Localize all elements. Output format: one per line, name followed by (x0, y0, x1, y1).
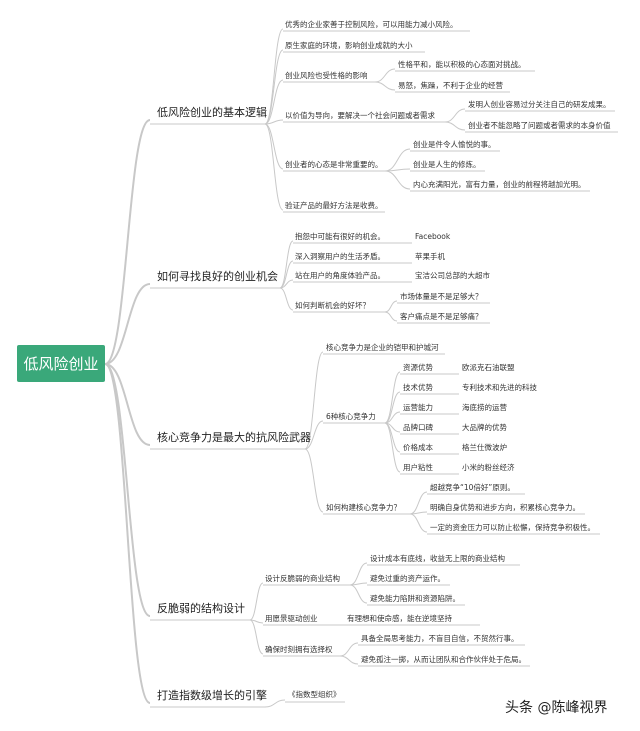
branch-find-opportunity: 如何寻找良好的创业机会 (157, 270, 278, 283)
basic-logic-item-5-sub-3: 内心充满阳光，富有力量，创业的前程将越加光明。 (413, 180, 586, 189)
core-advantage-1-example: 欧派克石油联盟 (462, 363, 515, 372)
branch-exponential-growth: 打造指数级增长的引擎 (157, 689, 267, 702)
opportunity-item-3-example: 宝洁公司总部的大超市 (415, 271, 490, 280)
connector (249, 582, 264, 621)
antifragile-item-3-sub-1: 具备全局思考能力，不盲目自信，不贸然行事。 (361, 634, 519, 643)
connector (409, 513, 428, 533)
connector (304, 448, 324, 513)
core-item-3-sub-1: 超越竞争“10倍好”原则。 (430, 483, 515, 492)
connector (279, 260, 294, 289)
core-advantage-6-example: 小米的粉丝经济 (462, 463, 515, 472)
connector (304, 420, 324, 450)
opportunity-item-4-sub-1: 市场体量是不是足够大？ (400, 292, 483, 301)
antifragile-item-1-sub-3: 避免能力陷阱和资源陷阱。 (370, 594, 460, 603)
basic-logic-item-6: 验证产品的最好方法是收费。 (285, 201, 383, 210)
connector (264, 699, 286, 708)
basic-logic-item-4-sub-1: 发明人创业容易过分关注自己的研发成果。 (468, 100, 611, 109)
core-item-2: 6种核心竞争力 (326, 412, 376, 421)
core-advantage-4-example: 大品牌的优势 (462, 423, 507, 432)
core-advantage-1: 资源优势 (403, 363, 433, 372)
connector (409, 491, 428, 515)
connector (264, 119, 284, 125)
opportunity-item-4: 如何判断机会的好坏？ (295, 301, 370, 310)
connector (279, 279, 294, 289)
antifragile-item-2: 用愿景驱动创业 (265, 614, 318, 623)
connector (384, 311, 398, 322)
connector (384, 148, 411, 172)
basic-logic-item-3-sub-2: 易怒，焦躁，不利于企业的经营 (398, 81, 503, 90)
core-item-3-sub-2: 明确自身优势和进步方向，积累核心竞争力。 (430, 503, 580, 512)
core-item-3-sub-3: 一定的资金压力可以防止松懈，保持竞争积极性。 (430, 523, 595, 532)
connector (264, 79, 284, 125)
exponential-item-1: 《指数型组织》 (288, 690, 341, 699)
watermark: 头条 @陈峰视界 (505, 700, 608, 716)
antifragile-item-1-sub-2: 避免过重的资产运作。 (370, 574, 445, 583)
basic-logic-item-4-sub-2: 创业者不能忽略了问题或者需求的本身价值 (468, 121, 611, 130)
antifragile-item-3: 确保时刻拥有选择权 (265, 645, 333, 654)
connector (279, 287, 294, 311)
connector (374, 68, 396, 83)
connector (384, 371, 401, 424)
core-item-3: 如何构建核心竞争力？ (326, 503, 401, 512)
connector (264, 123, 284, 211)
opportunity-item-2: 深入洞察用户的生活矛盾。 (295, 252, 385, 261)
opportunity-item-1-example: Facebook (415, 232, 451, 241)
core-advantage-2-example: 专利技术和先进的科技 (462, 383, 537, 392)
connector (249, 619, 264, 655)
basic-logic-item-5: 创业者的心态是非常重要的。 (285, 160, 383, 169)
connector (384, 300, 398, 313)
connector (339, 642, 359, 657)
antifragile-item-2-sub-1: 有理想和使命感，能在逆境坚持 (347, 614, 452, 623)
connector (304, 351, 324, 450)
branch-antifragile: 反脆弱的结构设计 (157, 602, 245, 615)
antifragile-item-3-sub-2: 避免孤注一掷，从而让团队和合作伙伴处于危局。 (361, 655, 526, 664)
basic-logic-item-3: 创业风险也受性格的影响 (285, 71, 368, 80)
connector (104, 363, 151, 704)
opportunity-item-2-example: 苹果手机 (415, 252, 445, 261)
opportunity-item-3: 站在用户的角度体验产品。 (295, 271, 385, 280)
core-advantage-4: 品牌口碑 (403, 423, 433, 432)
connector (444, 121, 466, 131)
connector (279, 240, 294, 289)
core-advantage-5-example: 格兰仕微波炉 (462, 443, 507, 452)
antifragile-item-1-sub-1: 设计成本有底线，收益无上限的商业结构 (370, 554, 505, 563)
connector (339, 655, 359, 665)
connector (444, 108, 466, 123)
core-advantage-3: 运营能力 (403, 403, 433, 412)
branch-basic-logic: 低风险创业的基本逻辑 (157, 106, 267, 119)
connector (384, 411, 401, 424)
connector (264, 123, 284, 170)
connector (384, 391, 401, 424)
connector (264, 49, 284, 125)
basic-logic-item-5-sub-2: 创业是人生的修炼。 (413, 160, 481, 169)
root-node: 低风险创业 (17, 345, 105, 382)
core-item-1: 核心竞争力是企业的铠甲和护城河 (326, 343, 439, 352)
connector (104, 119, 151, 365)
basic-logic-item-4: 以价值为导向，要解决一个社会问题或者需求 (285, 111, 435, 120)
basic-logic-item-1: 优秀的企业家善于控制风险，可以用能力减小风险。 (285, 20, 458, 29)
basic-logic-item-2: 原生家庭的环境，影响创业成就的大小 (285, 41, 413, 50)
core-advantage-6: 用户粘性 (403, 463, 433, 472)
connector (384, 422, 401, 473)
antifragile-item-1: 设计反脆弱的商业结构 (265, 574, 340, 583)
branch-core-competence: 核心竞争力是最大的抗风险武器 (157, 431, 311, 444)
connector (349, 584, 368, 604)
connector (104, 283, 151, 365)
connector (104, 363, 151, 617)
connector (384, 170, 411, 190)
connector (349, 562, 368, 586)
connector (374, 81, 396, 91)
core-advantage-2: 技术优势 (403, 383, 433, 392)
core-advantage-3-example: 海底捞的运营 (462, 403, 507, 412)
basic-logic-item-5-sub-1: 创业是件令人愉悦的事。 (413, 140, 496, 149)
opportunity-item-1: 抱怨中可能有很好的机会。 (295, 232, 385, 241)
connector (104, 363, 151, 446)
opportunity-item-4-sub-2: 客户痛点是不是足够痛？ (400, 312, 483, 321)
core-advantage-5: 价格成本 (403, 443, 433, 452)
basic-logic-item-3-sub-1: 性格平和，能以积极的心态面对挑战。 (398, 60, 526, 69)
